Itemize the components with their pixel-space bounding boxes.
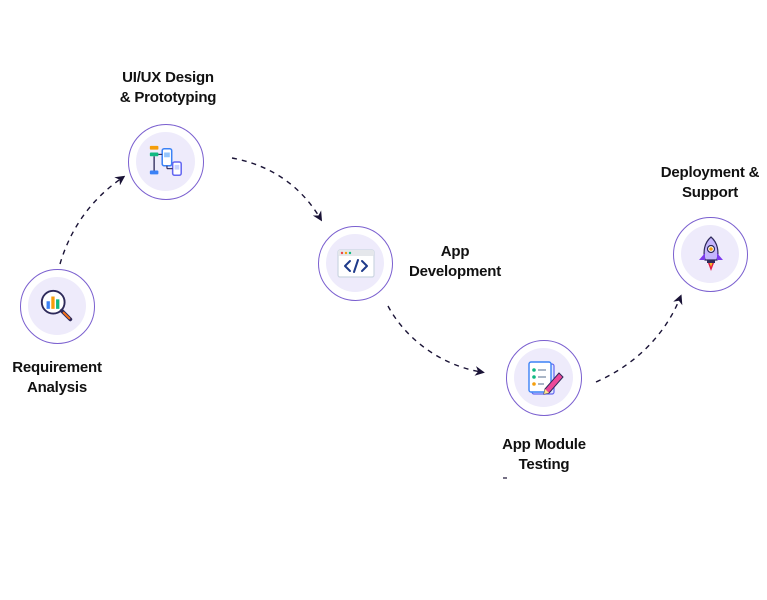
deployment-support-node [673, 217, 748, 292]
label-line-1: UI/UX Design [122, 69, 214, 86]
label-line-2: Testing [518, 456, 570, 473]
label-line-2: & Prototyping [119, 89, 217, 106]
requirement-analysis-node [20, 269, 95, 344]
code-window-icon [337, 249, 375, 278]
app-module-testing-label: App Module Testing [488, 435, 600, 475]
label-line-1: App [440, 243, 470, 260]
app-development-label: App Development [405, 242, 505, 282]
connector-design-to-development [231, 157, 323, 222]
label-line-2: Analysis [26, 379, 88, 396]
connector-requirement-to-design [59, 175, 126, 265]
label-line-2: Support [681, 184, 739, 201]
app-module-testing-node [506, 340, 582, 416]
rocket-icon [699, 236, 723, 271]
analysis-magnifier-icon [40, 289, 73, 322]
label-line-1: App Module [502, 436, 586, 453]
deployment-support-label: Deployment & Support [650, 163, 767, 203]
label-line-2: Development [409, 263, 501, 280]
design-prototyping-label: UI/UX Design & Prototyping [108, 68, 228, 108]
connector-development-to-testing [387, 305, 485, 376]
label-line-1: Deployment & [660, 164, 760, 181]
checklist-pencil-icon [528, 361, 564, 395]
wireframe-flow-icon [149, 145, 182, 177]
label-line-1: Requirement [12, 359, 102, 376]
app-development-node [318, 226, 393, 301]
connector-testing-to-deployment [595, 294, 683, 383]
design-prototyping-node [128, 124, 204, 200]
requirement-analysis-label: Requirement Analysis [7, 358, 107, 398]
